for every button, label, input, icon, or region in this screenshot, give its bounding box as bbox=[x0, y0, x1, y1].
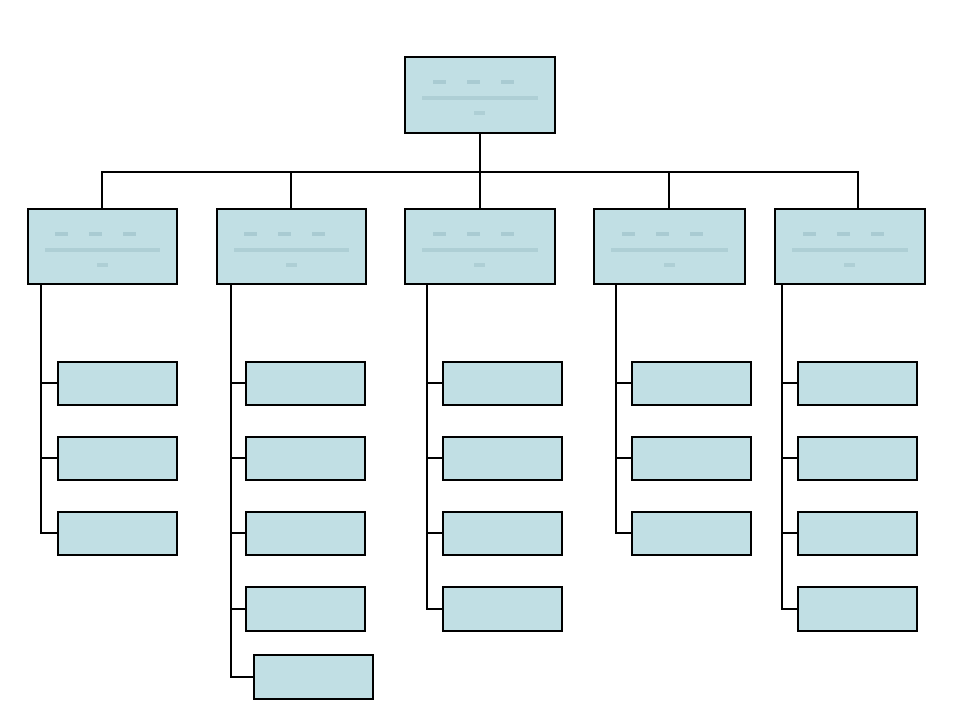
connector-stub bbox=[781, 532, 797, 534]
faded-placeholder-text bbox=[218, 210, 365, 283]
connector-stub bbox=[230, 608, 245, 610]
connector-stub bbox=[40, 382, 57, 384]
org-node-leaf-4-2[interactable] bbox=[631, 436, 752, 481]
org-node-leaf-5-4[interactable] bbox=[797, 586, 918, 632]
org-node-leaf-4-3[interactable] bbox=[631, 511, 752, 556]
connector-vertical-branch-5 bbox=[781, 285, 783, 610]
connector-stub bbox=[426, 382, 442, 384]
connector-stub bbox=[230, 532, 245, 534]
org-node-leaf-5-2[interactable] bbox=[797, 436, 918, 481]
connector-stub bbox=[781, 608, 797, 610]
connector-stub bbox=[615, 382, 631, 384]
connector-stub bbox=[40, 457, 57, 459]
org-node-leaf-3-2[interactable] bbox=[442, 436, 563, 481]
connector-drop-branch-2 bbox=[290, 171, 292, 208]
org-node-leaf-3-1[interactable] bbox=[442, 361, 563, 406]
connector-stub bbox=[426, 532, 442, 534]
connector-stub bbox=[230, 676, 253, 678]
org-node-branch-4[interactable] bbox=[593, 208, 746, 285]
faded-placeholder-text bbox=[776, 210, 924, 283]
org-node-branch-1[interactable] bbox=[27, 208, 178, 285]
connector-stub bbox=[230, 457, 245, 459]
connector-stub bbox=[40, 532, 57, 534]
org-node-branch-2[interactable] bbox=[216, 208, 367, 285]
org-node-leaf-1-1[interactable] bbox=[57, 361, 178, 406]
faded-placeholder-text bbox=[406, 210, 554, 283]
org-node-branch-3[interactable] bbox=[404, 208, 556, 285]
connector-vertical-branch-2 bbox=[230, 285, 232, 678]
org-node-leaf-2-2[interactable] bbox=[245, 436, 366, 481]
org-node-leaf-3-4[interactable] bbox=[442, 586, 563, 632]
connector-stub bbox=[426, 457, 442, 459]
org-node-leaf-5-1[interactable] bbox=[797, 361, 918, 406]
org-node-leaf-2-5[interactable] bbox=[253, 654, 374, 700]
connector-stub bbox=[426, 608, 442, 610]
faded-placeholder-text bbox=[29, 210, 176, 283]
org-node-leaf-2-4[interactable] bbox=[245, 586, 366, 632]
connector-drop-branch-4 bbox=[668, 171, 670, 208]
org-node-leaf-5-3[interactable] bbox=[797, 511, 918, 556]
org-node-branch-5[interactable] bbox=[774, 208, 926, 285]
connector-stub bbox=[781, 457, 797, 459]
connector-stub bbox=[615, 532, 631, 534]
org-node-leaf-2-3[interactable] bbox=[245, 511, 366, 556]
org-node-leaf-4-1[interactable] bbox=[631, 361, 752, 406]
connector-drop-branch-5 bbox=[857, 171, 859, 208]
connector-drop-branch-1 bbox=[101, 171, 103, 208]
org-node-root[interactable] bbox=[404, 56, 556, 134]
connector-stub bbox=[615, 457, 631, 459]
org-node-leaf-1-2[interactable] bbox=[57, 436, 178, 481]
org-node-leaf-2-1[interactable] bbox=[245, 361, 366, 406]
org-node-leaf-1-3[interactable] bbox=[57, 511, 178, 556]
faded-placeholder-text bbox=[595, 210, 744, 283]
connector-vertical-branch-1 bbox=[40, 285, 42, 534]
org-node-leaf-3-3[interactable] bbox=[442, 511, 563, 556]
connector-drop-branch-3 bbox=[479, 171, 481, 208]
connector-vertical-branch-4 bbox=[615, 285, 617, 534]
connector-stub bbox=[781, 382, 797, 384]
connector-vertical-branch-3 bbox=[426, 285, 428, 610]
connector-stub bbox=[230, 382, 245, 384]
faded-placeholder-text bbox=[406, 58, 554, 132]
connector-root-drop bbox=[479, 134, 481, 171]
